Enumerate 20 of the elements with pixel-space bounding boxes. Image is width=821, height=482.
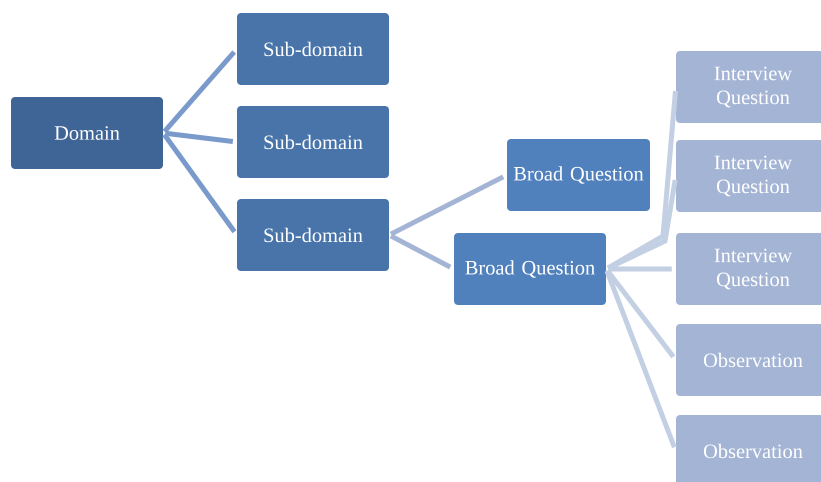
connector-line — [608, 266, 672, 272]
question-box: Broad Question — [507, 139, 650, 211]
subdomain-box: Sub-domain — [237, 199, 389, 271]
domain-box: Domain — [11, 97, 163, 169]
connector-line — [605, 269, 676, 358]
connector-line — [162, 133, 236, 234]
connector-line — [164, 130, 234, 144]
connector-line — [390, 174, 504, 236]
question-box: Interview Question — [676, 233, 821, 305]
question-box: Interview Question — [676, 140, 821, 212]
observation-box: Observation — [676, 415, 821, 482]
connector-line — [604, 270, 677, 448]
connector-line — [162, 50, 236, 134]
subdomain-box: Sub-domain — [237, 106, 389, 178]
question-box: Interview Question — [676, 51, 821, 123]
subdomain-box: Sub-domain — [237, 13, 389, 85]
question-box: Broad Question — [454, 233, 606, 305]
observation-box: Observation — [676, 324, 821, 396]
connector-line — [390, 234, 452, 270]
connector-line — [606, 180, 678, 270]
